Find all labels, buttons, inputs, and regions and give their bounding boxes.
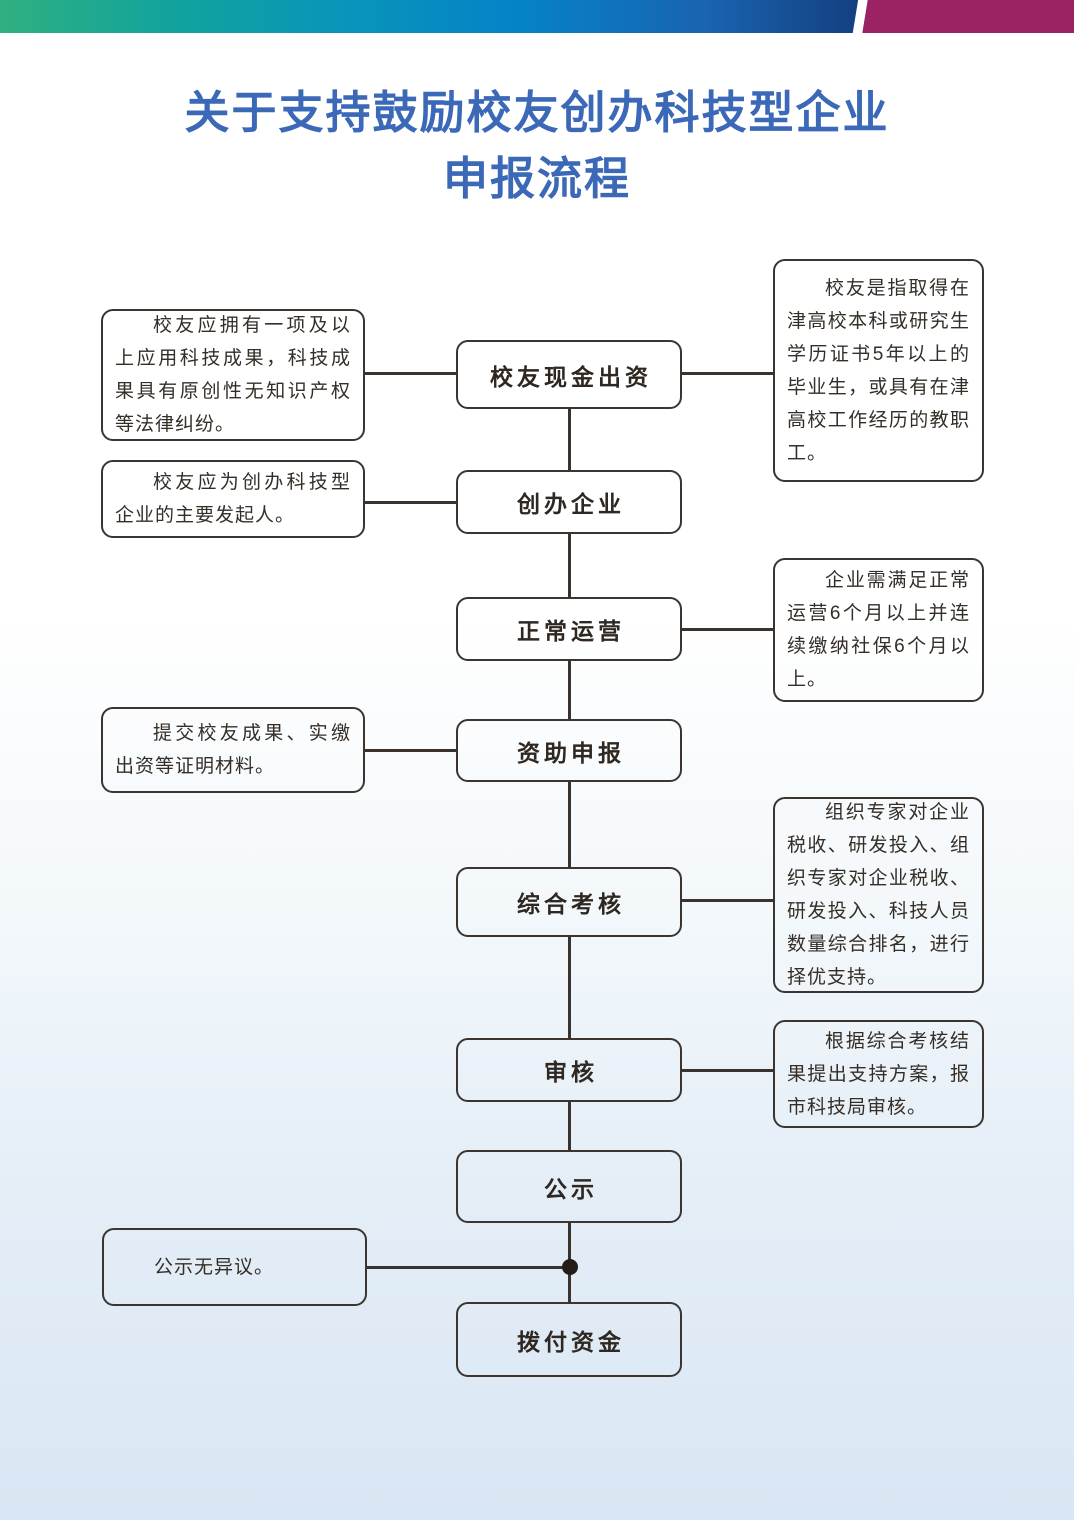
flow-node-establish-company: 创办企业 — [456, 470, 682, 534]
spine-segment-2 — [568, 534, 571, 597]
note-operation-requirement: 企业需满足正常运营6个月以上并连续缴纳社保6个月以上。 — [773, 558, 984, 702]
header-bar — [0, 0, 1074, 33]
note-text: 校友是指取得在津高校本科或研究生学历证书5年以上的毕业生，或具有在津高校工作经历… — [787, 277, 970, 464]
flow-node-label: 资助申报 — [517, 739, 625, 766]
note-alumni-definition: 校友是指取得在津高校本科或研究生学历证书5年以上的毕业生，或具有在津高校工作经历… — [773, 259, 984, 482]
note-founder-requirement: 校友应为创办科技型企业的主要发起人。 — [101, 460, 365, 538]
spine-segment-1 — [568, 409, 571, 470]
note-text: 组织专家对企业税收、研发投入、组织专家对企业税收、研发投入、科技人员数量综合排名… — [787, 802, 970, 988]
note-text: 校友应为创办科技型企业的主要发起人。 — [115, 472, 351, 526]
header-accent-magenta — [862, 0, 1074, 33]
connector-left-achievement — [365, 372, 456, 375]
spine-segment-6 — [568, 1102, 571, 1150]
page-title-line2: 申报流程 — [442, 153, 631, 204]
spine-segment-5 — [568, 937, 571, 1038]
flow-node-normal-operation: 正常运营 — [456, 597, 682, 661]
connector-left-founder — [365, 501, 456, 504]
note-text: 根据综合考核结果提出支持方案，报市科技局审核。 — [787, 1030, 970, 1118]
flow-node-label: 创办企业 — [517, 491, 625, 517]
note-achievement-requirement: 校友应拥有一项及以上应用科技成果，科技成果具有原创性无知识产权等法律纠纷。 — [101, 309, 365, 441]
spine-segment-3 — [568, 661, 571, 719]
note-materials-submission: 提交校友成果、实缴出资等证明材料。 — [101, 707, 365, 793]
page-title-line1: 关于支持鼓励校友创办科技型企业 — [184, 87, 890, 138]
connector-left-no-objection — [367, 1266, 570, 1269]
connector-right-operation — [682, 628, 773, 631]
flow-node-label: 公示 — [544, 1175, 598, 1202]
flow-node-label: 正常运营 — [517, 618, 625, 644]
connector-right-support-plan — [682, 1069, 773, 1072]
flow-node-label: 拨付资金 — [517, 1328, 625, 1355]
connector-right-alumni-definition — [682, 372, 773, 375]
note-no-objection: 公示无异议。 — [102, 1228, 367, 1306]
connector-right-evaluation — [682, 899, 773, 902]
connector-left-materials — [365, 749, 456, 752]
page-title: 关于支持鼓励校友创办科技型企业 申报流程 — [0, 80, 1074, 212]
flow-node-label: 综合考核 — [517, 891, 625, 917]
note-text: 企业需满足正常运营6个月以上并连续缴纳社保6个月以上。 — [787, 570, 970, 690]
note-text: 提交校友成果、实缴出资等证明材料。 — [115, 723, 351, 777]
flow-node-alumni-cash-investment: 校友现金出资 — [456, 340, 682, 409]
flow-node-comprehensive-assessment: 综合考核 — [456, 867, 682, 937]
flow-node-allocate-funds: 拨付资金 — [456, 1302, 682, 1377]
note-support-plan: 根据综合考核结果提出支持方案，报市科技局审核。 — [773, 1020, 984, 1128]
note-expert-evaluation: 组织专家对企业税收、研发投入、组织专家对企业税收、研发投入、科技人员数量综合排名… — [773, 797, 984, 993]
flow-node-public-announcement: 公示 — [456, 1150, 682, 1223]
flow-node-review: 审核 — [456, 1038, 682, 1102]
junction-dot — [562, 1259, 578, 1275]
flow-node-label: 校友现金出资 — [490, 363, 652, 390]
note-text: 校友应拥有一项及以上应用科技成果，科技成果具有原创性无知识产权等法律纠纷。 — [115, 315, 351, 435]
note-text: 公示无异议。 — [154, 1256, 275, 1278]
flow-node-label: 审核 — [544, 1059, 598, 1085]
flow-node-funding-application: 资助申报 — [456, 719, 682, 782]
spine-segment-4 — [568, 782, 571, 867]
